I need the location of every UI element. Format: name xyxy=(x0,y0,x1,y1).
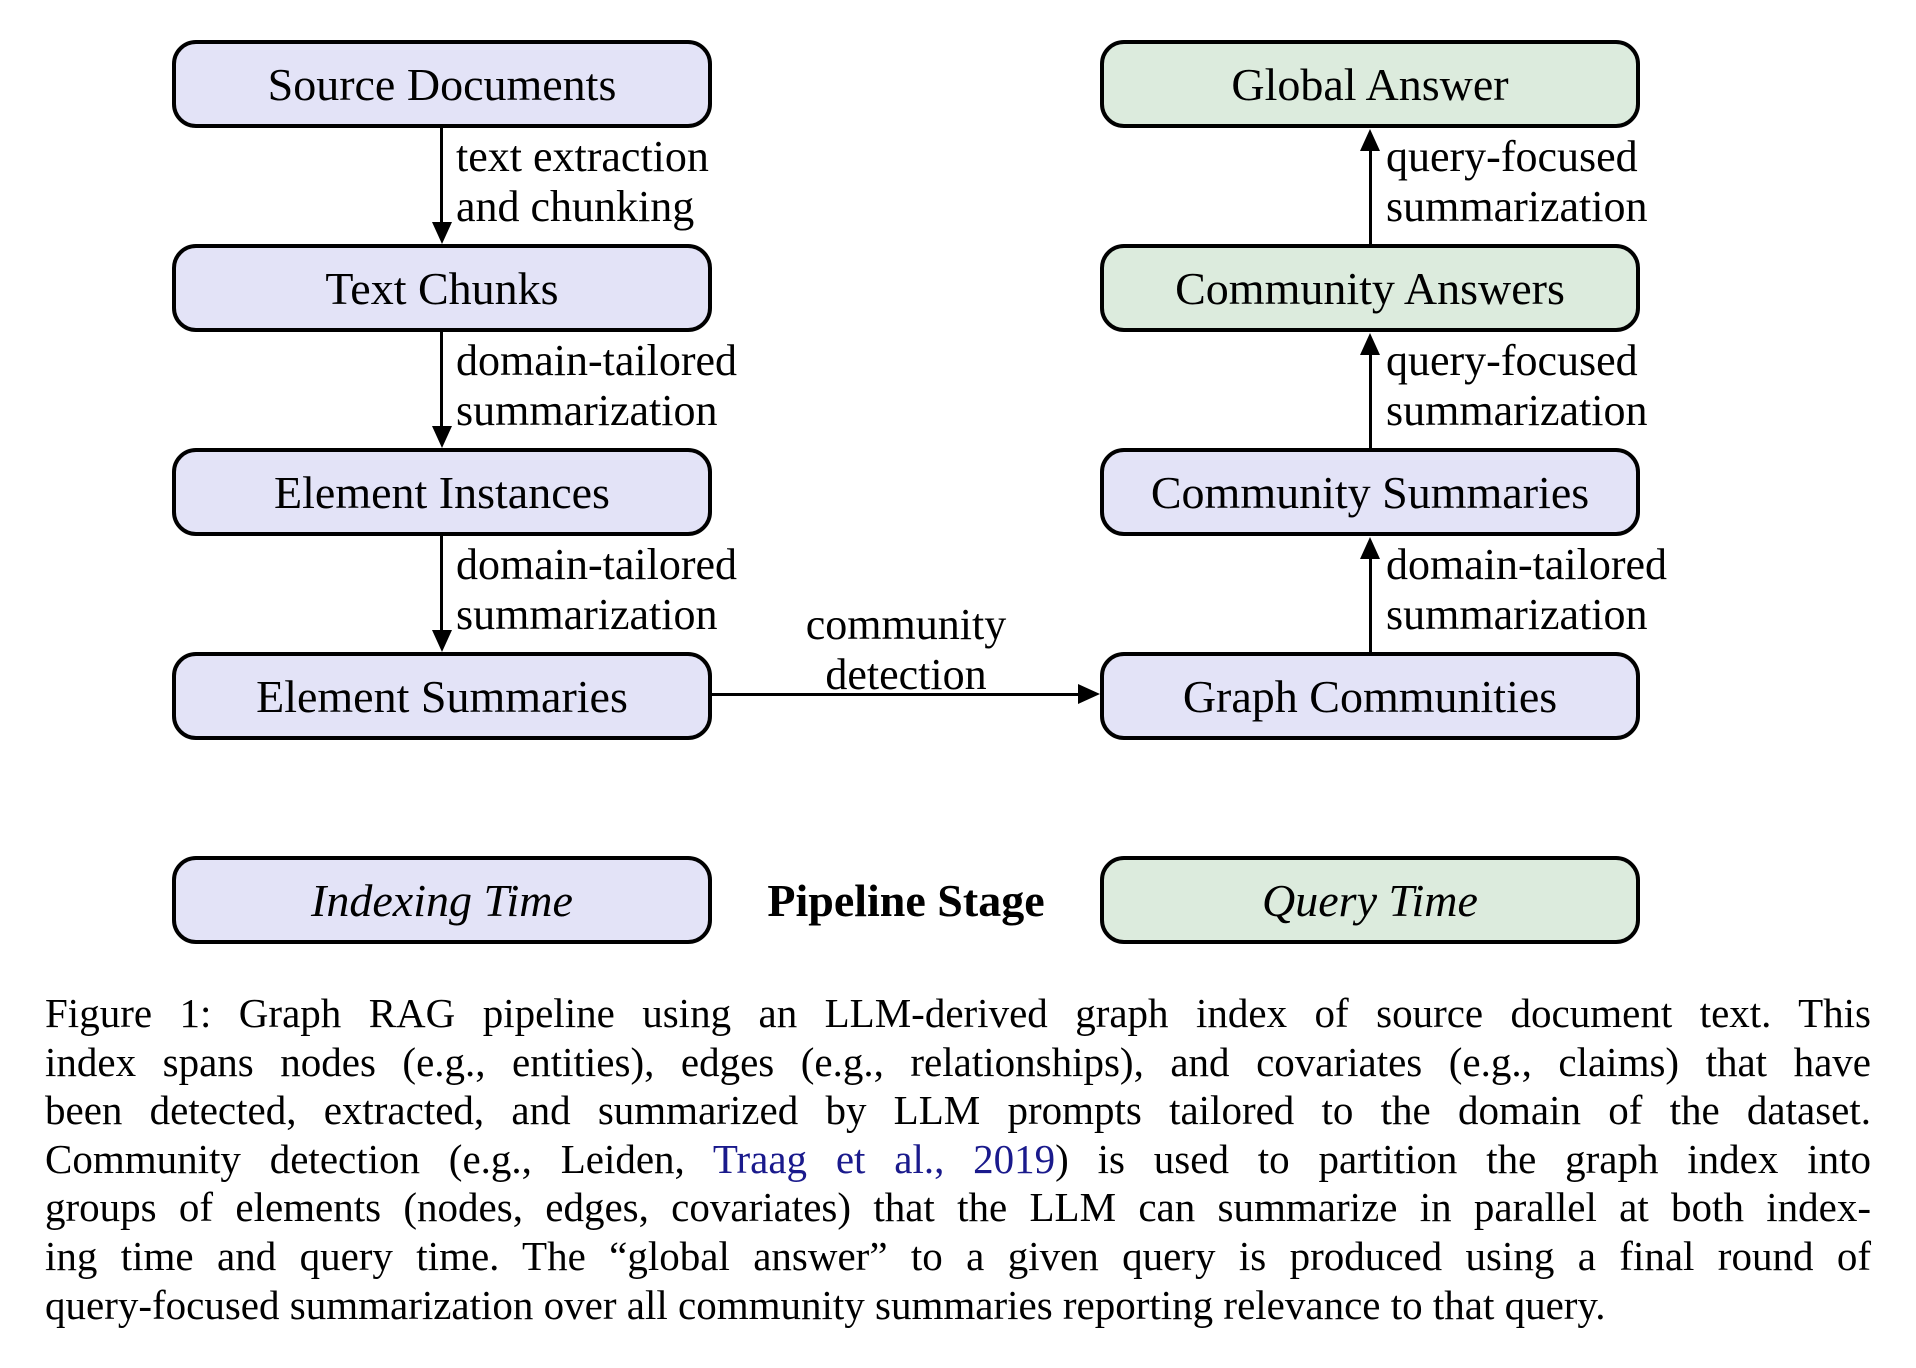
node-text-chunks: Text Chunks xyxy=(172,244,712,332)
node-element-summaries: Element Summaries xyxy=(172,652,712,740)
arrow-down-head-icon xyxy=(432,426,452,448)
edge-label-domain-tailored-2: domain-tailored summarization xyxy=(456,540,737,640)
caption-line: groups of elements (nodes, edges, covari… xyxy=(45,1183,1871,1232)
caption-line: index spans nodes (e.g., entities), edge… xyxy=(45,1038,1871,1087)
node-community-answers: Community Answers xyxy=(1100,244,1640,332)
edge-label-line: summarization xyxy=(1386,590,1648,639)
edge-label-line: summarization xyxy=(1386,182,1648,231)
node-graph-communities: Graph Communities xyxy=(1100,652,1640,740)
citation-link-traag-2019[interactable]: Traag et al., 2019 xyxy=(712,1135,1056,1182)
caption-text: been detected, extracted, and summarized… xyxy=(45,1087,1871,1134)
arrow-up-icon xyxy=(1369,559,1372,652)
legend-pipeline-stage: Pipeline Stage xyxy=(767,874,1045,926)
legend-indexing-time: Indexing Time xyxy=(172,856,712,944)
caption-line: Community detection (e.g., Leiden, Traag… xyxy=(45,1135,1871,1184)
caption-text: query-focused summarization over all com… xyxy=(45,1281,1606,1328)
edge-label-line: summarization xyxy=(456,386,718,435)
edge-label-line: community xyxy=(805,600,1007,649)
arrow-down-icon xyxy=(440,536,443,630)
arrow-up-head-icon xyxy=(1360,129,1380,151)
node-source-documents: Source Documents xyxy=(172,40,712,128)
caption-text: Figure 1: Graph RAG pipeline using an LL… xyxy=(45,990,1871,1036)
arrow-down-icon xyxy=(440,128,443,222)
edge-label-line: text extraction xyxy=(456,132,709,181)
caption-line: Figure 1: Graph RAG pipeline using an LL… xyxy=(45,989,1871,1038)
edge-label-line: query-focused xyxy=(1386,132,1638,181)
arrow-up-icon xyxy=(1369,355,1372,448)
edge-label-community-detection: community detection xyxy=(712,600,1100,700)
node-global-answer: Global Answer xyxy=(1100,40,1640,128)
legend-query-time: Query Time xyxy=(1100,856,1640,944)
node-community-summaries: Community Summaries xyxy=(1100,448,1640,536)
edge-label-domain-tailored-3: domain-tailored summarization xyxy=(1386,540,1667,640)
node-element-instances: Element Instances xyxy=(172,448,712,536)
edge-label-text-extraction: text extraction and chunking xyxy=(456,132,709,232)
arrow-up-head-icon xyxy=(1360,537,1380,559)
caption-text: groups of elements (nodes, edges, covari… xyxy=(45,1184,1871,1231)
edge-label-line: and chunking xyxy=(456,182,695,231)
caption-line: been detected, extracted, and summarized… xyxy=(45,1086,1871,1135)
edge-label-line: domain-tailored xyxy=(456,336,738,385)
edge-label-line: detection xyxy=(825,650,987,699)
arrow-right-head-icon xyxy=(1078,684,1100,704)
arrow-down-head-icon xyxy=(432,222,452,244)
arrow-up-icon xyxy=(1369,151,1372,244)
caption-text: ing time and query time. The “global ans… xyxy=(45,1232,1871,1279)
edge-label-line: summarization xyxy=(1386,386,1648,435)
caption-text: Community detection (e.g., Leiden, xyxy=(45,1135,713,1182)
arrow-down-head-icon xyxy=(432,630,452,652)
edge-label-line: summarization xyxy=(456,590,718,639)
edge-label-query-focused-2: query-focused summarization xyxy=(1386,336,1648,436)
edge-label-line: domain-tailored xyxy=(456,540,738,589)
edge-label-line: query-focused xyxy=(1386,336,1638,385)
arrow-up-head-icon xyxy=(1360,333,1380,355)
caption-text: index spans nodes (e.g., entities), edge… xyxy=(45,1038,1871,1085)
caption-line: query-focused summarization over all com… xyxy=(45,1281,1871,1330)
arrow-down-icon xyxy=(440,332,443,426)
arrow-right-icon xyxy=(712,693,1080,696)
edge-label-line: domain-tailored xyxy=(1386,540,1668,589)
caption-line: ing time and query time. The “global ans… xyxy=(45,1232,1871,1281)
figure-caption: Figure 1: Graph RAG pipeline using an LL… xyxy=(45,989,1871,1329)
edge-label-domain-tailored-1: domain-tailored summarization xyxy=(456,336,737,436)
caption-text: ) is used to partition the graph index i… xyxy=(1055,1135,1871,1182)
edge-label-query-focused-1: query-focused summarization xyxy=(1386,132,1648,232)
